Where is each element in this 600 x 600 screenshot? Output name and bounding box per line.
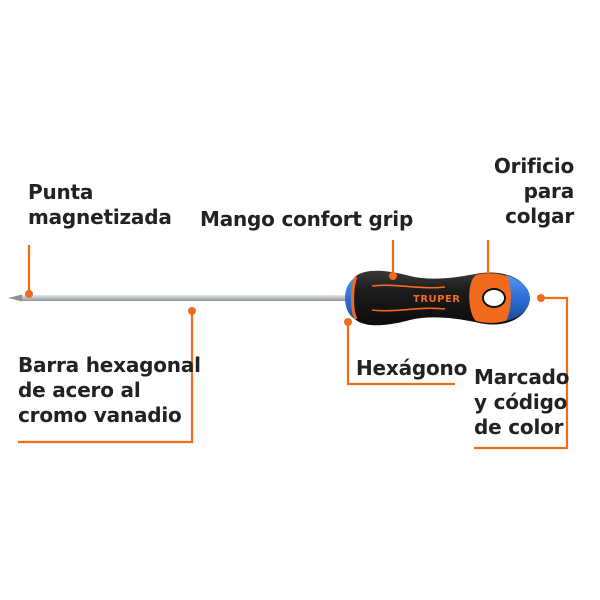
blue-end-cap	[506, 275, 530, 321]
label-punta-magnetizada: Punta magnetizada	[28, 180, 172, 230]
label-line: y código	[474, 390, 568, 414]
shaft	[8, 294, 354, 302]
label-marcado-codigo-color: Marcado y código de color	[474, 365, 569, 440]
label-line: Punta	[28, 180, 94, 204]
label-line: de acero al	[18, 378, 141, 402]
label-line: Barra hexagonal	[18, 353, 201, 377]
label-line: Orificio	[493, 154, 574, 178]
orange-grip-stripe	[371, 284, 446, 289]
label-line: de color	[474, 415, 564, 439]
label-orificio-para-colgar: Orificio para colgar	[470, 154, 574, 229]
leader-lines	[18, 240, 569, 450]
phillips-tip	[8, 294, 22, 302]
label-line: magnetizada	[28, 205, 172, 229]
label-hexagono: Hexágono	[356, 356, 467, 381]
leader-dots	[25, 272, 545, 326]
label-line: colgar	[505, 204, 574, 228]
leader-marcado	[474, 296, 569, 450]
label-line: Mango confort grip	[200, 207, 414, 231]
dot-marcado	[537, 294, 545, 302]
label-mango-confort-grip: Mango confort grip	[200, 207, 413, 232]
label-line: Marcado	[474, 365, 570, 389]
label-line: para	[523, 179, 575, 203]
hanging-hole	[482, 288, 506, 308]
label-line: Hexágono	[356, 356, 468, 380]
orange-collar-rim	[351, 276, 358, 320]
orange-grip-stripe	[371, 307, 446, 312]
leader-barra	[18, 312, 194, 444]
dot-punta	[25, 290, 33, 298]
label-barra-hexagonal: Barra hexagonal de acero al cromo vanadi…	[18, 353, 201, 428]
dot-barra	[188, 307, 196, 315]
dot-mango	[389, 272, 397, 280]
leader-hexagono	[346, 325, 455, 386]
dot-orificio	[484, 275, 492, 283]
dot-hexagono	[344, 318, 352, 326]
label-line: cromo vanadio	[18, 403, 182, 427]
brand-logo: TRUPER	[413, 294, 461, 305]
